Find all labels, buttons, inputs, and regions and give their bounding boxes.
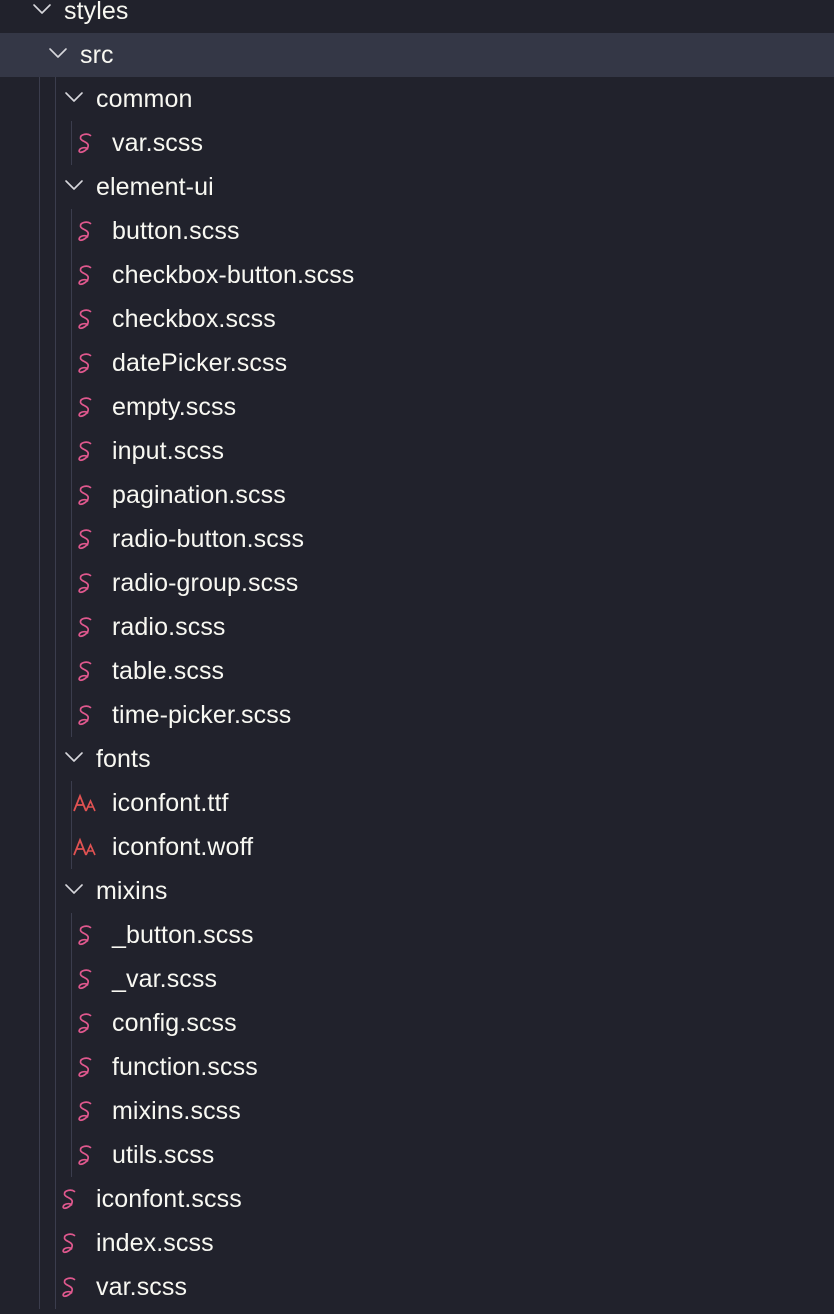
tree-item-label: input.scss — [112, 437, 225, 465]
sass-icon — [76, 1056, 96, 1080]
file-row[interactable]: function.scss — [0, 1045, 834, 1089]
tree-item-label: table.scss — [112, 657, 225, 685]
tree-item-label: mixins — [96, 877, 168, 905]
file-row[interactable]: _var.scss — [0, 957, 834, 1001]
sass-icon — [76, 924, 96, 948]
tree-item-label: var.scss — [96, 1273, 188, 1301]
sass-icon — [76, 660, 96, 684]
sass-icon — [76, 264, 96, 288]
file-row[interactable]: iconfont.ttf — [0, 781, 834, 825]
chevron-down-icon[interactable] — [63, 174, 85, 196]
folder-row[interactable]: fonts — [0, 737, 834, 781]
tree-item-label: empty.scss — [112, 393, 237, 421]
file-row[interactable]: pagination.scss — [0, 473, 834, 517]
tree-item-label: radio.scss — [112, 613, 226, 641]
tree-item-label: config.scss — [112, 1009, 237, 1037]
file-row[interactable]: mixins.scss — [0, 1089, 834, 1133]
chevron-down-icon[interactable] — [31, 0, 53, 20]
tree-item-label: common — [96, 85, 193, 113]
tree-item-label: function.scss — [112, 1053, 258, 1081]
tree-item-label: _var.scss — [112, 965, 218, 993]
sass-icon — [76, 308, 96, 332]
sass-icon — [76, 1100, 96, 1124]
file-row[interactable]: empty.scss — [0, 385, 834, 429]
file-row[interactable]: button.scss — [0, 209, 834, 253]
sass-icon — [76, 1012, 96, 1036]
folder-row[interactable]: mixins — [0, 869, 834, 913]
indent-guide — [71, 209, 72, 737]
chevron-down-icon[interactable] — [47, 42, 69, 64]
sass-icon — [60, 1276, 80, 1300]
folder-row[interactable]: common — [0, 77, 834, 121]
tree-item-label: radio-group.scss — [112, 569, 299, 597]
sass-icon — [76, 352, 96, 376]
chevron-down-icon[interactable] — [63, 878, 85, 900]
file-row[interactable]: input.scss — [0, 429, 834, 473]
file-row[interactable]: utils.scss — [0, 1133, 834, 1177]
tree-item-label: time-picker.scss — [112, 701, 292, 729]
folder-row[interactable]: styles — [0, 0, 834, 33]
indent-guide — [39, 33, 40, 1309]
file-row[interactable]: table.scss — [0, 649, 834, 693]
file-row[interactable]: datePicker.scss — [0, 341, 834, 385]
tree-item-label: datePicker.scss — [112, 349, 288, 377]
sass-icon — [76, 616, 96, 640]
sass-icon — [76, 220, 96, 244]
tree-item-label: pagination.scss — [112, 481, 286, 509]
font-file-icon — [73, 793, 99, 817]
sass-icon — [76, 572, 96, 596]
sass-icon — [76, 968, 96, 992]
file-row[interactable]: index.scss — [0, 1221, 834, 1265]
sass-icon — [76, 396, 96, 420]
tree-item-label: iconfont.scss — [96, 1185, 242, 1213]
indent-guide — [55, 77, 56, 1309]
tree-item-label: checkbox.scss — [112, 305, 276, 333]
sass-icon — [60, 1188, 80, 1212]
tree-item-label: checkbox-button.scss — [112, 261, 355, 289]
tree-item-label: utils.scss — [112, 1141, 215, 1169]
sass-icon — [76, 132, 96, 156]
tree-item-label: element-ui — [96, 173, 214, 201]
file-row[interactable]: var.scss — [0, 121, 834, 165]
tree-item-label: fonts — [96, 745, 151, 773]
file-row[interactable]: radio-group.scss — [0, 561, 834, 605]
sass-icon — [76, 440, 96, 464]
file-row[interactable]: var.scss — [0, 1265, 834, 1309]
tree-item-label: index.scss — [96, 1229, 214, 1257]
folder-row[interactable]: element-ui — [0, 165, 834, 209]
tree-item-label: _button.scss — [112, 921, 254, 949]
font-file-icon — [73, 837, 99, 861]
indent-guide — [71, 913, 72, 1177]
file-row[interactable]: iconfont.woff — [0, 825, 834, 869]
chevron-down-icon[interactable] — [63, 746, 85, 768]
file-row[interactable]: time-picker.scss — [0, 693, 834, 737]
sass-icon — [76, 484, 96, 508]
sass-icon — [76, 528, 96, 552]
indent-guide — [71, 121, 72, 165]
sass-icon — [76, 704, 96, 728]
tree-item-label: var.scss — [112, 129, 204, 157]
file-row[interactable]: radio-button.scss — [0, 517, 834, 561]
file-row[interactable]: config.scss — [0, 1001, 834, 1045]
tree-item-label: mixins.scss — [112, 1097, 241, 1125]
file-row[interactable]: iconfont.scss — [0, 1177, 834, 1221]
indent-guide — [71, 781, 72, 869]
tree-item-label: src — [80, 41, 114, 69]
file-row[interactable]: checkbox.scss — [0, 297, 834, 341]
sass-icon — [60, 1232, 80, 1256]
sass-icon — [76, 1144, 96, 1168]
tree-item-label: iconfont.ttf — [112, 789, 229, 817]
file-row[interactable]: _button.scss — [0, 913, 834, 957]
tree-item-label: radio-button.scss — [112, 525, 305, 553]
tree-item-label: iconfont.woff — [112, 833, 254, 861]
file-row[interactable]: radio.scss — [0, 605, 834, 649]
chevron-down-icon[interactable] — [63, 86, 85, 108]
tree-item-label: styles — [64, 0, 129, 25]
folder-row[interactable]: src — [0, 33, 834, 77]
file-row[interactable]: checkbox-button.scss — [0, 253, 834, 297]
tree-item-label: button.scss — [112, 217, 240, 245]
